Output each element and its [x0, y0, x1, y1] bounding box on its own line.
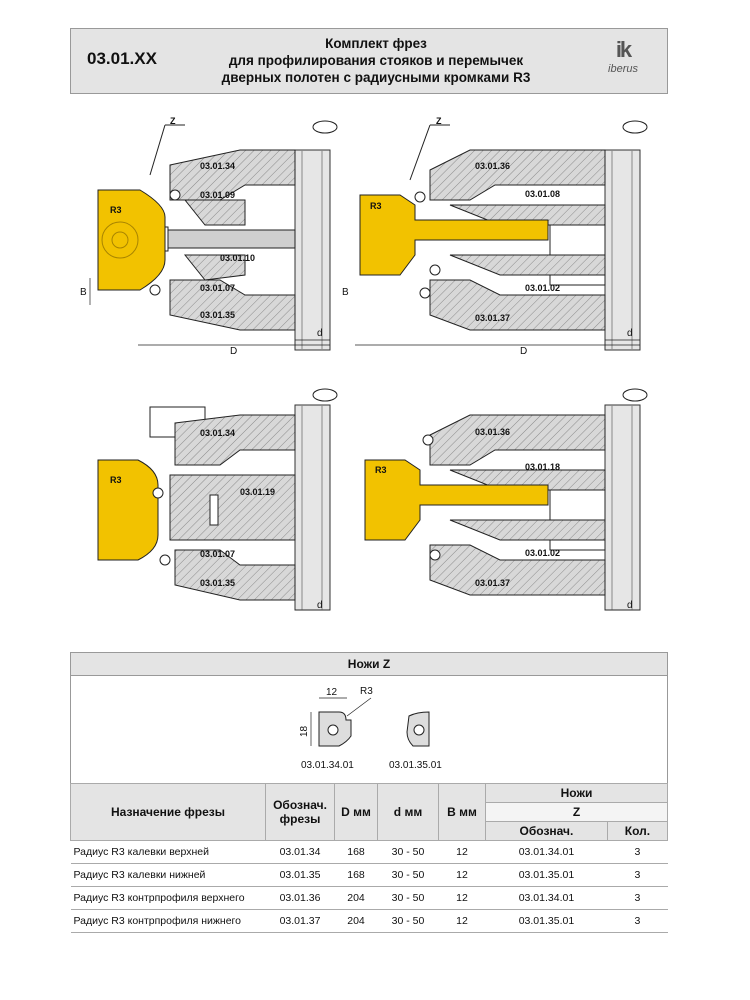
cell-knife-qty: 3 [607, 840, 668, 864]
cell-code: 03.01.34 [265, 840, 335, 864]
col-knives: Ножи [485, 783, 668, 803]
dim-D-2: D [520, 346, 527, 357]
label-03-01-09: 03.01.09 [200, 190, 235, 200]
cell-knife-qty: 3 [607, 863, 668, 887]
cell-d: 30 - 50 [377, 909, 439, 933]
cell-D: 204 [334, 909, 378, 933]
cell-d: 30 - 50 [377, 886, 439, 910]
logo-mark: ik [615, 37, 632, 62]
label-r3-2: R3 [370, 201, 382, 211]
label-r3-1: R3 [110, 205, 122, 215]
cell-B: 12 [438, 909, 486, 933]
cell-knife-qty: 3 [607, 909, 668, 933]
col-B: B мм [438, 783, 486, 841]
label-03-01-02-a: 03.01.02 [525, 283, 560, 293]
label-03-01-35-a: 03.01.35 [200, 310, 235, 320]
dim-d-2: d [627, 328, 633, 339]
label-r3-3: R3 [110, 475, 122, 485]
label-03-01-02-b: 03.01.02 [525, 548, 560, 558]
assembly-top-right [355, 120, 648, 351]
cell-code: 03.01.35 [265, 863, 335, 887]
col-knives-z: Z [485, 802, 668, 822]
knife-dim-r3: R3 [360, 686, 373, 697]
dim-D-1: D [230, 346, 237, 357]
assembly-bottom-right [364, 388, 648, 611]
logo-brand: iberus [608, 63, 638, 75]
company-logo: ik iberus [593, 37, 653, 87]
label-03-01-34-b: 03.01.34 [200, 428, 235, 438]
cell-code: 03.01.36 [265, 886, 335, 910]
dim-b-2: B [342, 287, 349, 298]
catalog-code: 03.01.XX [87, 49, 157, 68]
table-row: Радиус R3 контрпрофиля верхнего 03.01.36… [70, 886, 668, 910]
cell-d: 30 - 50 [377, 863, 439, 887]
title-line-2: для профилирования стояков и перемычек [228, 53, 524, 68]
knife-dim-12: 12 [326, 687, 338, 698]
knives-drawing: 12 18 R3 03.01.34.01 03.01.35.01 [299, 686, 442, 771]
dim-d-3: d [317, 600, 323, 611]
label-r3-4: R3 [375, 465, 387, 475]
assembly-bottom-left [97, 388, 338, 611]
title-line-3: дверных полотен с радиусными кромками R3 [221, 70, 531, 85]
title-line-1: Комплект фрез [325, 36, 427, 51]
knife-code-1: 03.01.34.01 [301, 760, 354, 771]
label-03-01-18: 03.01.18 [525, 462, 560, 472]
cell-knife-code: 03.01.34.01 [485, 886, 608, 910]
cell-purpose: Радиус R3 контрпрофиля нижнего [70, 909, 266, 933]
cell-purpose: Радиус R3 калевки верхней [70, 840, 266, 864]
knife-code-2: 03.01.35.01 [389, 760, 442, 771]
cell-B: 12 [438, 840, 486, 864]
cell-B: 12 [438, 863, 486, 887]
label-03-01-07-b: 03.01.07 [200, 549, 235, 559]
label-03-01-37-b: 03.01.37 [475, 578, 510, 588]
col-purpose: Назначение фрезы [70, 783, 266, 841]
col-knife-qty: Кол. [606, 821, 669, 841]
col-knife-code: Обознач. [485, 821, 608, 841]
technical-drawing: Z R3 03.01.34 03.01.09 03.01.10 03.01.07… [80, 116, 648, 611]
knives-panel: Ножи Z 12 18 R3 03.01.34.01 03.01.35.01 [70, 652, 668, 790]
table-row: Радиус R3 контрпрофиля нижнего 03.01.37 … [70, 909, 668, 933]
label-03-01-10: 03.01.10 [220, 253, 255, 263]
cell-knife-code: 03.01.35.01 [485, 863, 608, 887]
table-row: Радиус R3 калевки верхней 03.01.34 168 3… [70, 840, 668, 864]
cell-code: 03.01.37 [265, 909, 335, 933]
spec-table-wrap: Назначение фрезы Обознач. фрезы D мм d м… [70, 783, 669, 933]
label-z-2: Z [436, 116, 442, 126]
label-03-01-08: 03.01.08 [525, 189, 560, 199]
col-code: Обознач. фрезы [265, 783, 335, 841]
label-03-01-07-a: 03.01.07 [200, 283, 235, 293]
dim-d-4: d [627, 600, 633, 611]
label-z-1: Z [170, 116, 176, 126]
col-D: D мм [334, 783, 378, 841]
label-03-01-36-b: 03.01.36 [475, 427, 510, 437]
document-title: Комплект фрез для профилирования стояков… [191, 35, 561, 86]
cell-B: 12 [438, 886, 486, 910]
dim-b-1: B [80, 287, 87, 298]
cell-d: 30 - 50 [377, 840, 439, 864]
cell-D: 204 [334, 886, 378, 910]
assembly-top-left [89, 120, 338, 351]
label-03-01-34-a: 03.01.34 [200, 161, 235, 171]
cell-knife-code: 03.01.35.01 [485, 909, 608, 933]
dim-d-1: d [317, 328, 323, 339]
knives-title: Ножи Z [71, 653, 667, 676]
spec-table: Назначение фрезы Обознач. фрезы D мм d м… [70, 783, 669, 933]
cell-purpose: Радиус R3 контрпрофиля верхнего [70, 886, 266, 910]
label-03-01-37-a: 03.01.37 [475, 313, 510, 323]
knife-dim-18: 18 [299, 725, 310, 737]
cell-knife-code: 03.01.34.01 [485, 840, 608, 864]
cell-purpose: Радиус R3 калевки нижней [70, 863, 266, 887]
label-03-01-35-b: 03.01.35 [200, 578, 235, 588]
label-03-01-19: 03.01.19 [240, 487, 275, 497]
table-row: Радиус R3 калевки нижней 03.01.35 168 30… [70, 863, 668, 887]
cell-D: 168 [334, 840, 378, 864]
cell-knife-qty: 3 [607, 886, 668, 910]
title-block: 03.01.XX Комплект фрез для профилировани… [70, 28, 668, 94]
col-d: d мм [377, 783, 439, 841]
label-03-01-36-a: 03.01.36 [475, 161, 510, 171]
cell-D: 168 [334, 863, 378, 887]
